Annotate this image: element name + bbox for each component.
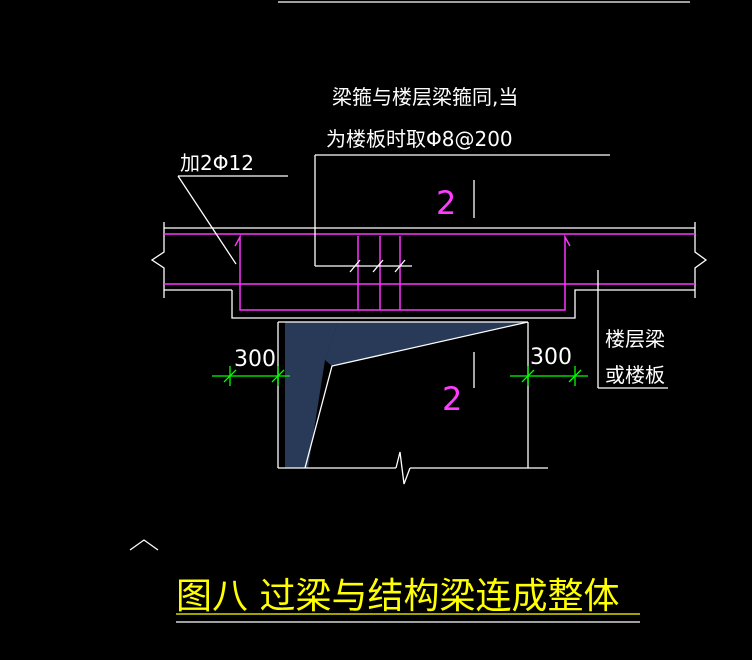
dimension-left <box>212 366 290 386</box>
add-rebar-label: 加2Φ12 <box>180 151 254 175</box>
add-rebar-leader <box>177 175 288 265</box>
dimension-left-value: 300 <box>234 347 276 372</box>
floor-beam-leader <box>597 270 668 389</box>
break-line-bottom <box>395 451 411 485</box>
break-line-left <box>150 222 165 298</box>
lintel-body <box>277 321 548 485</box>
stirrup-note-line2: 为楼板时取Φ8@200 <box>326 127 513 151</box>
dimension-right <box>510 366 588 386</box>
section-number-top: 2 <box>436 184 456 222</box>
hatched-column <box>285 322 338 468</box>
rebar <box>164 233 695 311</box>
section-number-bottom: 2 <box>442 380 462 418</box>
floor-beam-label-line2: 或楼板 <box>605 363 665 387</box>
figure-caption: 图八 过梁与结构梁连成整体 <box>176 576 619 617</box>
stirrup-note-line1: 梁箍与楼层梁箍同,当 <box>332 85 518 109</box>
section-marker-bottom: 2 <box>442 352 475 418</box>
floor-slab <box>150 222 708 319</box>
floor-beam-label-line1: 楼层梁 <box>605 327 665 351</box>
dimension-right-value: 300 <box>530 345 572 370</box>
section-marker-top: 2 <box>436 180 475 222</box>
stirrup-leader <box>314 154 610 273</box>
break-line-right <box>694 222 708 298</box>
caption-mark <box>129 539 159 551</box>
